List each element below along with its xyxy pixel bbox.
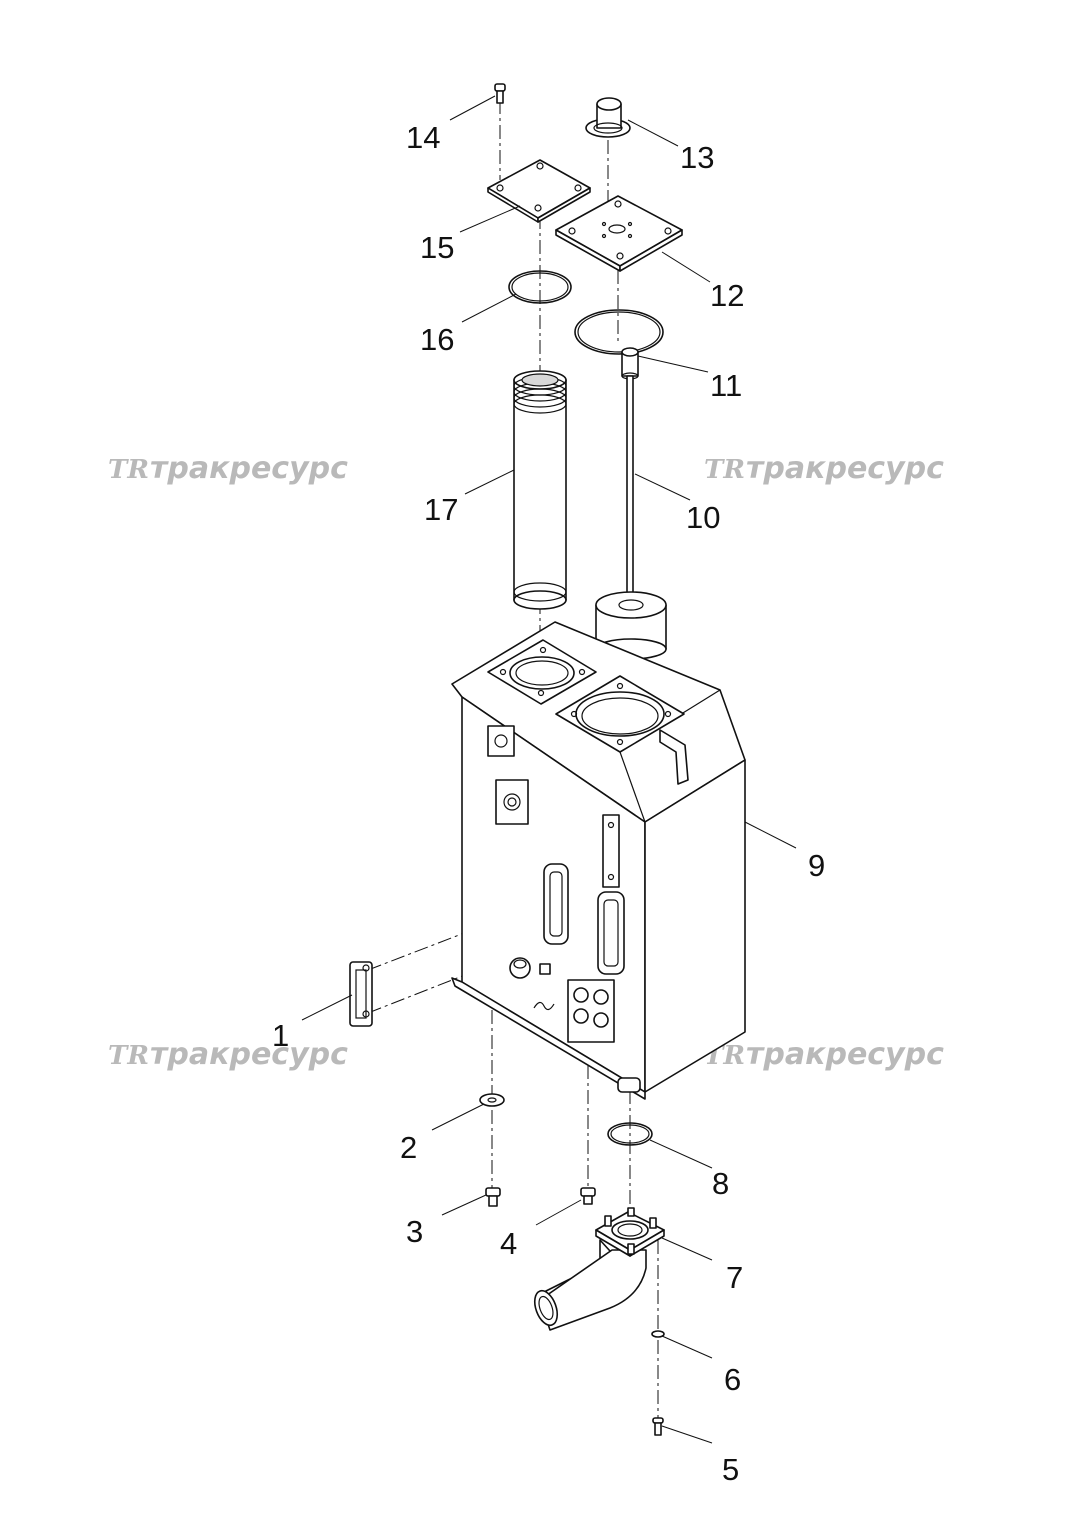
part-washer-2 [479,1093,505,1107]
watermark-text: тракресурс [746,1037,944,1072]
callout-6: 6 [724,1362,741,1397]
watermark-logo: TR [108,455,149,485]
watermark-logo: TR [704,455,745,485]
callout-4: 4 [500,1226,517,1261]
part-elbow-pipe-7 [533,1207,665,1331]
part-ring-11 [574,309,664,355]
part-float-gauge-10 [621,347,639,603]
part-bolt-14 [494,83,506,104]
callout-3: 3 [406,1214,423,1249]
part-tank-9 [451,621,746,1100]
callout-15: 15 [420,230,454,265]
callout-8: 8 [712,1166,729,1201]
watermark-text: тракресурс [150,1037,348,1072]
part-sensor-head-13 [585,97,631,138]
watermark-top-right: TR тракресурс [704,451,944,486]
callout-2: 2 [400,1130,417,1165]
watermark-bottom-left: TR тракресурс [108,1037,348,1072]
watermark-text: тракресурс [746,451,944,486]
callout-12: 12 [710,278,744,313]
callout-1: 1 [272,1018,289,1053]
watermark-text: тракресурс [150,451,348,486]
callout-labels: 1 2 3 4 5 6 7 8 9 10 11 12 13 14 15 16 1… [272,120,825,1487]
part-float [595,591,667,660]
callout-17: 17 [424,492,458,527]
callout-16: 16 [420,322,454,357]
leader-lines [301,95,797,1444]
part-cover-plate-12 [555,195,683,272]
callout-14: 14 [406,120,440,155]
callout-11: 11 [710,368,742,403]
part-plug-4 [580,1187,596,1205]
watermark-logo: TR [108,1041,149,1071]
part-bolt-3 [485,1187,501,1207]
part-cover-plate-15 [487,159,591,223]
part-o-ring-8 [607,1122,653,1146]
part-sight-glass-1 [349,961,373,1027]
callout-13: 13 [680,140,714,175]
callout-7: 7 [726,1260,743,1295]
callout-10: 10 [686,500,720,535]
part-o-ring-16 [508,270,572,304]
watermark-bottom-right: TR тракресурс [704,1037,944,1072]
watermark-top-left: TR тракресурс [108,451,348,486]
part-filter-tube-17 [513,370,567,610]
callout-5: 5 [722,1452,739,1487]
part-washer-6 [651,1330,665,1338]
part-bolt-5 [652,1417,664,1436]
callout-9: 9 [808,848,825,883]
